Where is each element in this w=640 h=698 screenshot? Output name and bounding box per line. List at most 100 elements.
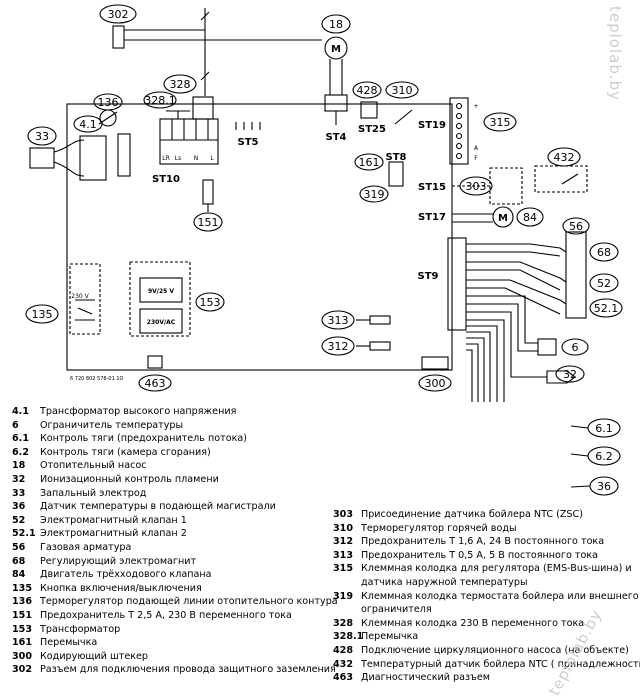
label-st10: ST10	[152, 174, 180, 185]
legend-text: Предохранитель T 0,5 A, 5 В постоянного …	[361, 549, 599, 561]
legend-text: Датчик температуры в подающей магистрали	[40, 501, 276, 513]
ground-connector	[112, 25, 125, 49]
connector-st25	[360, 101, 378, 119]
legend-number: 313	[333, 549, 354, 561]
label-230v: 230 V	[71, 293, 89, 300]
legend-number: 52	[12, 514, 26, 526]
coding-plug-300	[421, 356, 449, 370]
legend-item: 303 Присоединение датчика бойлера NTC (ZS…	[333, 508, 633, 522]
callout-310	[385, 81, 419, 99]
sensor-432	[534, 165, 588, 193]
label-161: 161	[359, 156, 380, 169]
legend-item: 84 Двигатель трёхходового клапана	[12, 568, 342, 582]
callout-313	[321, 310, 355, 330]
label-36: 36	[597, 480, 611, 493]
label-n: N	[194, 155, 199, 162]
legend-item: 36 Датчик температуры в подающей магистра…	[12, 500, 342, 514]
legend-text: Двигатель трёхходового клапана	[40, 569, 212, 581]
label-303: 303	[466, 180, 487, 193]
legend-text: Перемычка	[40, 637, 98, 649]
label-lr: LR	[162, 155, 170, 162]
legend-text: Диагностический разъем	[361, 672, 491, 684]
callout-68	[589, 242, 619, 262]
diagnostic-port-463	[147, 355, 163, 369]
legend-number: 303	[333, 509, 354, 520]
callout-300	[418, 374, 452, 392]
legend-number: 6.1	[12, 433, 29, 445]
hv-transformer-4-1	[79, 135, 107, 181]
legend-number: 56	[12, 541, 26, 553]
label-9v25v: 9V/25 V	[148, 288, 174, 295]
connector-st9	[447, 237, 467, 331]
callout-328-1	[143, 91, 177, 109]
legend-text: Разъем для подключения провода защитного…	[40, 664, 336, 676]
legend-text: Подключение циркуляционного насоса (на о…	[361, 644, 629, 656]
legend-item: датчика наружной температуры	[333, 576, 633, 590]
legend-number: 84	[12, 569, 26, 581]
label-135: 135	[32, 308, 53, 321]
valve-motor-label: M	[498, 213, 508, 224]
legend-text: Предохранитель T 2,5 A, 230 В переменног…	[40, 609, 292, 621]
label-310: 310	[392, 84, 413, 97]
callout-56	[562, 217, 590, 235]
label-56: 56	[569, 220, 583, 233]
label-230vac: 230V/AC	[147, 319, 176, 326]
callout-52	[589, 273, 619, 293]
fuse-312	[369, 341, 391, 351]
legend-number: 18	[12, 460, 26, 472]
watermark: teplolab.by	[606, 6, 624, 102]
legend-text: Контроль тяги (камера сгорания)	[40, 446, 211, 458]
legend-number: 52.1	[12, 528, 36, 540]
legend-text: Присоединение датчика бойлера NTC (ZSC)	[361, 509, 583, 520]
ignition-electrode-33	[29, 147, 55, 169]
legend-number: 153	[12, 623, 33, 635]
callout-151	[193, 212, 223, 232]
legend-right: 303 Присоединение датчика бойлера NTC (ZS…	[333, 508, 640, 685]
label-302: 302	[108, 8, 129, 21]
legend-text: Кодирующий штекер	[40, 650, 149, 662]
label-st19: ST19	[418, 120, 446, 131]
legend-number: 135	[12, 582, 33, 594]
legend-text: Температурный датчик бойлера NTC ( прина…	[361, 658, 640, 670]
legend-number	[333, 603, 361, 617]
legend-number: 300	[12, 650, 33, 662]
legend-number: 36	[12, 501, 26, 513]
callout-463	[138, 374, 172, 392]
label-432: 432	[554, 151, 575, 164]
terminal-strip-st10	[159, 118, 219, 165]
callout-315	[483, 112, 517, 132]
legend-item: 428 Подключение циркуляционного насоса (н…	[333, 644, 633, 658]
label-463: 463	[145, 377, 166, 390]
label-18: 18	[329, 18, 343, 31]
legend-item: ограничителя	[333, 603, 633, 617]
label-st25: ST25	[358, 124, 386, 135]
callout-135	[25, 304, 59, 324]
pump-motor	[324, 36, 348, 60]
label-328: 328	[170, 78, 191, 91]
label-st9: ST9	[418, 271, 439, 282]
label-f: F	[474, 155, 478, 162]
legend-text: Терморегулятор подающей линии отопительн…	[40, 596, 338, 608]
legend-number: 432	[333, 658, 354, 670]
legend-number: 315	[333, 563, 354, 575]
legend-text: Терморегулятор горячей воды	[361, 522, 517, 534]
legend-number: 428	[333, 644, 354, 656]
callout-52-1	[589, 298, 623, 318]
legend-text: датчика наружной температуры	[361, 576, 528, 588]
legend-number: 312	[333, 536, 354, 548]
legend-text: Запальный электрод	[40, 487, 147, 499]
terminal-st19	[449, 97, 469, 165]
